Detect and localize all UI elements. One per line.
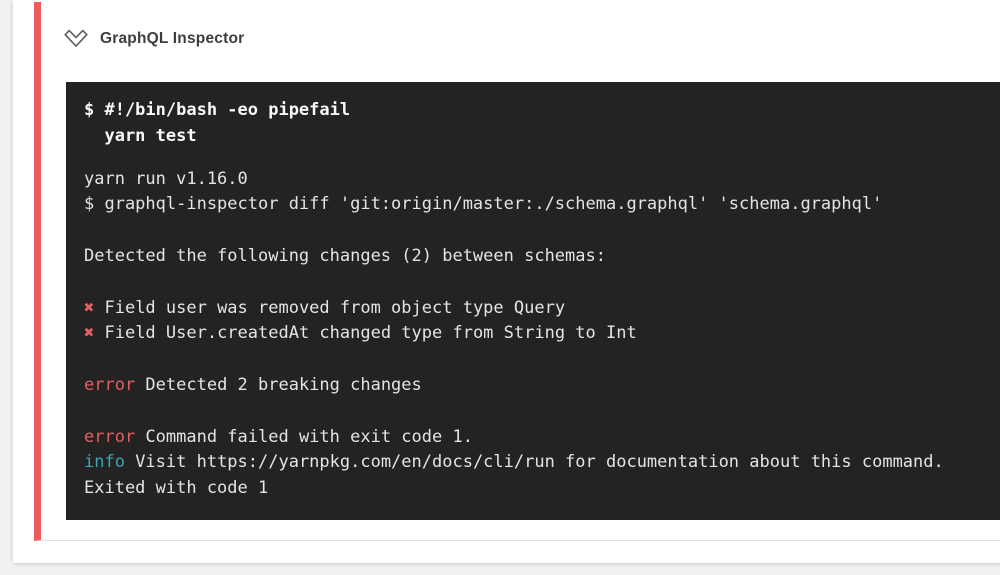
step-title: GraphQL Inspector <box>100 30 245 47</box>
terminal-text: Command failed with exit code 1. <box>135 426 473 447</box>
terminal-text: Detected the following changes (2) betwe… <box>84 245 606 266</box>
next-step-row <box>13 542 1000 563</box>
job-step-card: GraphQL Inspector $ #!/bin/bash -eo pipe… <box>13 0 1000 563</box>
terminal-output-lines: yarn run v1.16.0 $ graphql-inspector diff… <box>84 167 1000 502</box>
terminal-command-line: $ #!/bin/bash -eo pipefail <box>84 100 351 120</box>
error-text: error <box>84 374 136 395</box>
step-graphql-inspector: GraphQL Inspector $ #!/bin/bash -eo pipe… <box>34 2 1000 541</box>
terminal-output-line: info Visit https://yarnpkg.com/en/docs/c… <box>84 450 1000 476</box>
chevron-double-down-icon[interactable] <box>63 27 89 50</box>
error-text: ✖ <box>84 297 95 318</box>
terminal-text: Field user was removed from object type … <box>94 297 566 318</box>
terminal-text: $ graphql-inspector diff 'git:origin/mas… <box>84 194 883 215</box>
terminal-output-line: Detected the following changes (2) betwe… <box>84 244 1000 270</box>
terminal-text: yarn run v1.16.0 <box>84 168 248 189</box>
terminal-text: Visit https://yarnpkg.com/en/docs/cli/ru… <box>124 452 944 473</box>
terminal-output-line: yarn run v1.16.0 <box>84 167 1000 193</box>
terminal-output-line <box>84 270 1000 296</box>
terminal-command: $ #!/bin/bash -eo pipefail yarn test <box>84 98 1000 150</box>
terminal-output-line: ✖ Field User.createdAt changed type from… <box>84 321 1000 347</box>
error-text: error <box>84 426 136 447</box>
terminal-output-line <box>84 218 1000 244</box>
terminal-output-line <box>84 399 1000 425</box>
error-text: ✖ <box>84 323 95 344</box>
terminal-output-line: $ graphql-inspector diff 'git:origin/mas… <box>84 192 1000 218</box>
terminal-text: Field User.createdAt changed type from S… <box>94 323 637 344</box>
terminal-text: Detected 2 breaking changes <box>135 374 422 395</box>
terminal-command-line: yarn test <box>84 125 197 146</box>
terminal-output-line <box>84 347 1000 373</box>
terminal-output-line: error Command failed with exit code 1. <box>84 425 1000 451</box>
info-text: info <box>84 452 125 473</box>
terminal-output-line: Exited with code 1 <box>84 476 1000 502</box>
step-header[interactable]: GraphQL Inspector <box>41 2 1000 72</box>
terminal-output-line: error Detected 2 breaking changes <box>84 373 1000 399</box>
terminal-text: Exited with code 1 <box>84 478 269 499</box>
terminal-output-line: ✖ Field user was removed from object typ… <box>84 296 1000 322</box>
terminal-output: $ #!/bin/bash -eo pipefail yarn test yar… <box>66 82 1000 520</box>
